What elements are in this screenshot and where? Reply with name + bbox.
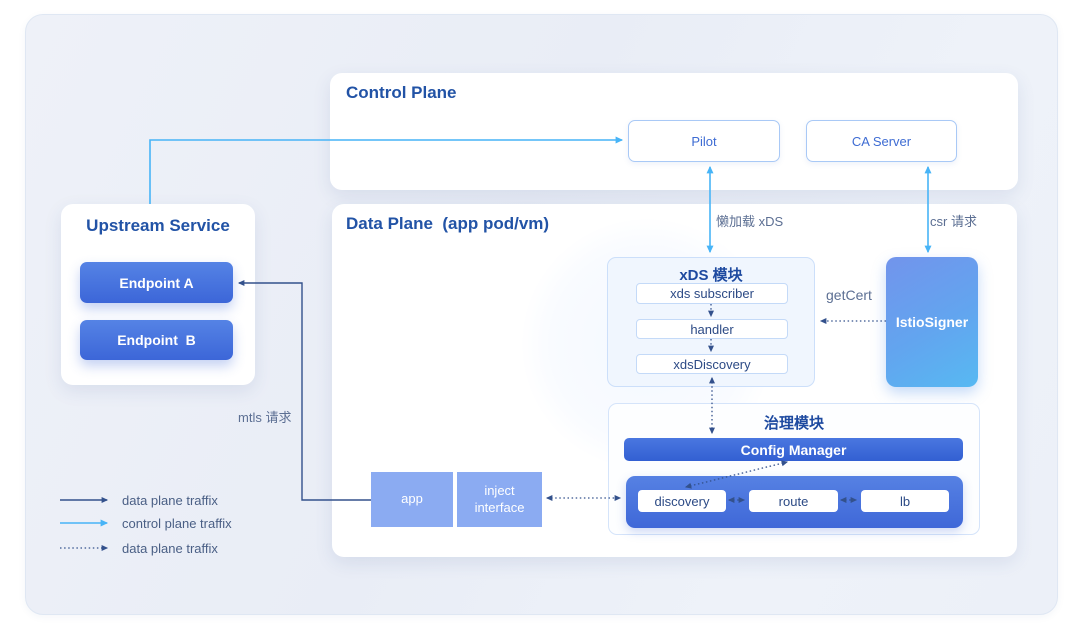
discovery-label: discovery [654, 493, 710, 509]
discovery-node: discovery [638, 490, 726, 512]
xds-subscriber-node: xds subscriber [636, 283, 788, 304]
control-plane-section: Control Plane Pilot CA Server [330, 73, 1018, 190]
governance-pipeline-container: discovery route lb [626, 476, 963, 528]
ca-server-label: CA Server [851, 133, 912, 149]
istio-signer-label: IstioSigner [895, 314, 969, 330]
ca-server-node: CA Server [806, 120, 957, 162]
inject-interface-label: inject interface [474, 483, 525, 515]
control-plane-title: Control Plane [346, 83, 457, 102]
legend-data-plane-dotted: data plane traffix [122, 541, 218, 556]
xds-subscriber-label: xds subscriber [670, 286, 754, 301]
config-manager-label: Config Manager [740, 441, 847, 458]
inject-interface-node: inject interface [457, 472, 542, 527]
route-label: route [778, 493, 809, 509]
upstream-service-title: Upstream Service [86, 216, 230, 235]
governance-title: 治理模块 [763, 415, 824, 432]
legend-data-plane-solid: data plane traffix [122, 493, 218, 508]
route-node: route [749, 490, 838, 512]
config-manager-node: Config Manager [624, 438, 963, 461]
lb-label: lb [899, 493, 911, 509]
data-plane-section: Data Plane (app pod/vm) xDS 模块 xds subsc… [332, 204, 1017, 557]
xds-module-panel: xDS 模块 xds subscriber handler xdsDiscove… [607, 257, 815, 387]
xds-module-title: xDS 模块 [679, 267, 743, 284]
governance-module-panel: 治理模块 Config Manager discovery route lb [608, 403, 980, 535]
handler-node: handler [636, 319, 788, 339]
endpoint-a-node: Endpoint A [80, 262, 233, 303]
pilot-node: Pilot [628, 120, 780, 162]
app-label: app [401, 491, 423, 507]
pilot-label: Pilot [691, 133, 717, 149]
legend-control-plane: control plane traffix [122, 516, 232, 531]
xds-discovery-node: xdsDiscovery [636, 354, 788, 374]
endpoint-b-label: Endpoint B [117, 332, 196, 348]
data-plane-title: Data Plane (app pod/vm) [346, 214, 550, 233]
endpoint-a-label: Endpoint A [119, 274, 194, 291]
lb-node: lb [861, 490, 949, 512]
lazy-load-xds-label: 懒加载 xDS [716, 214, 784, 229]
endpoint-b-node: Endpoint B [80, 320, 233, 360]
csr-request-label: csr 请求 [930, 214, 977, 229]
handler-label: handler [690, 321, 734, 337]
mtls-request-label: mtls 请求 [238, 410, 292, 425]
app-node: app [371, 472, 453, 527]
istio-signer-node: IstioSigner [886, 257, 978, 387]
upstream-service-section: Upstream Service Endpoint A Endpoint B [61, 204, 255, 385]
xds-discovery-label: xdsDiscovery [673, 356, 751, 372]
getcert-label: getCert [826, 287, 872, 303]
